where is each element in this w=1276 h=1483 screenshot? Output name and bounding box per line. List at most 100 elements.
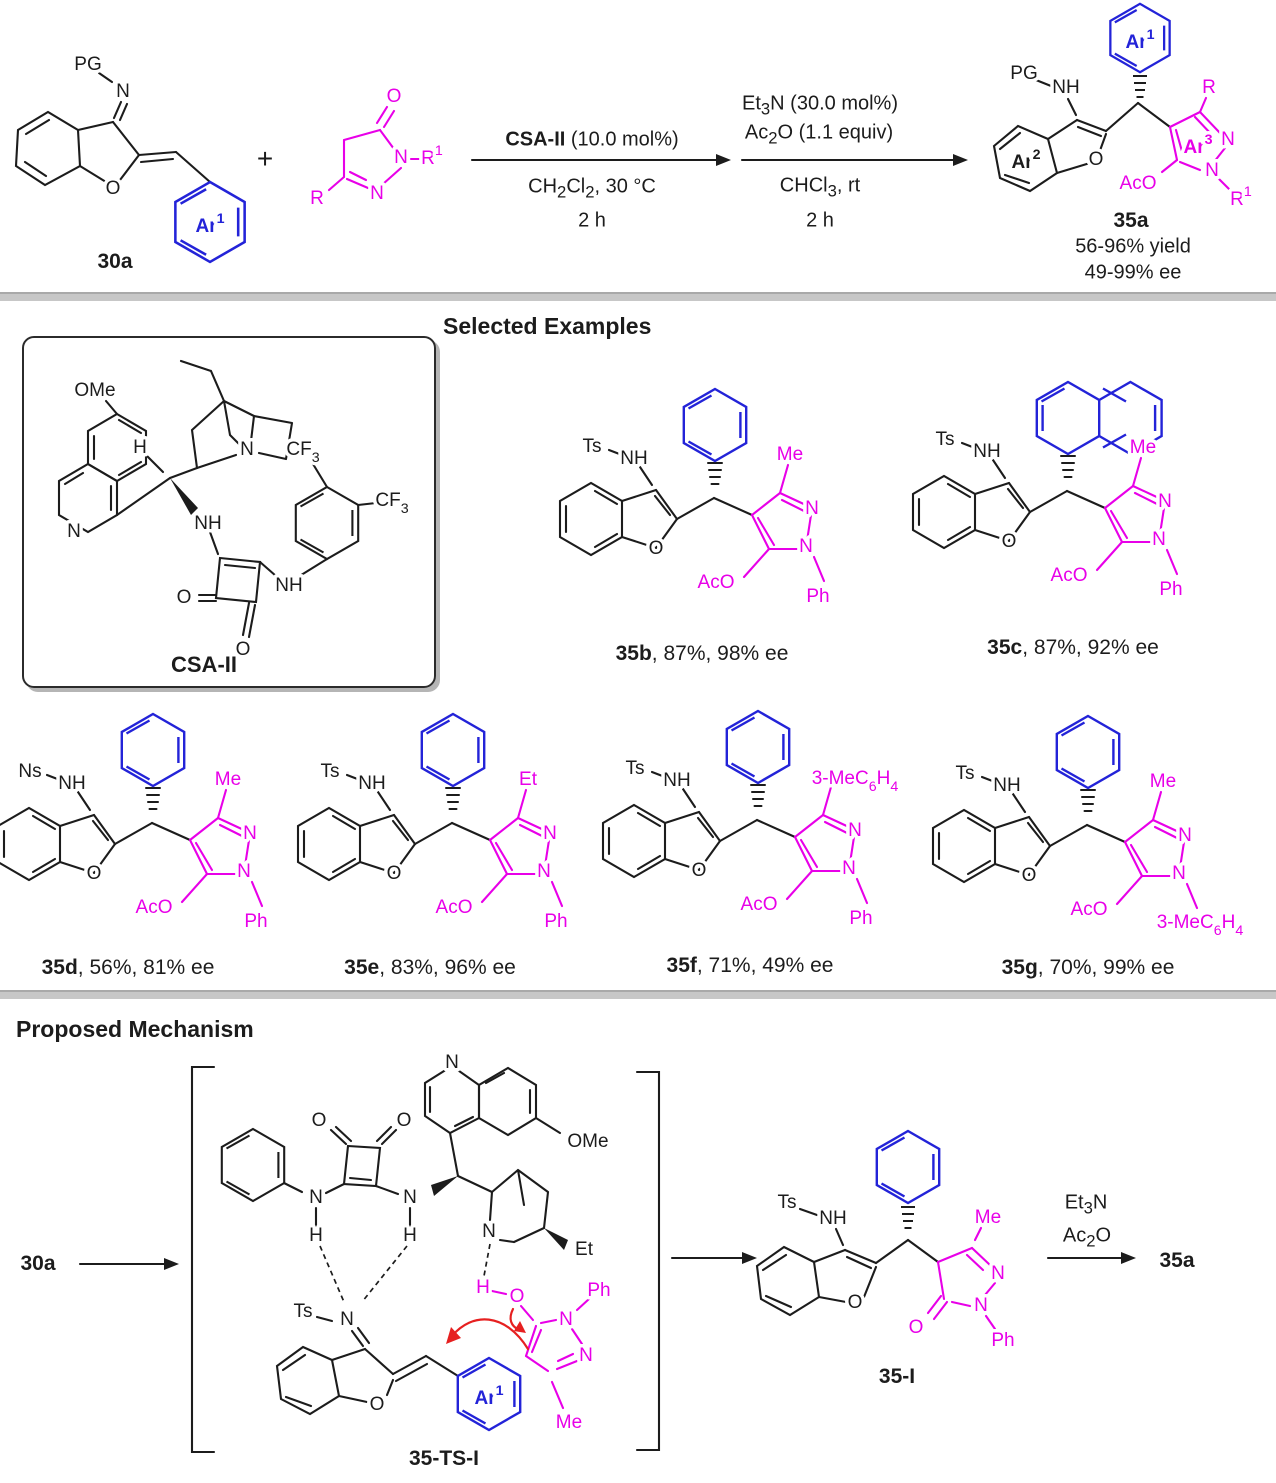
atom-n: N [579,1345,593,1366]
atom-o: O [510,1286,525,1307]
atom-n: N [1158,491,1172,512]
compound-result: , 87%, 92% ee [1022,636,1159,659]
atom-r: R [310,188,324,209]
mech-reagent-ac2o: Ac2O [1062,1224,1112,1251]
atom-n: N [403,1187,417,1208]
atom-aco: AcO [136,897,173,918]
catalyst-name: CSA-II [505,128,566,151]
ts-brackets [190,1065,661,1454]
atom-n: N [394,147,408,168]
step2-reagent-2: Ac2O (1.1 equiv) [744,121,894,148]
ar1-label: Ar1 [1125,27,1154,53]
atom-o: O [649,538,664,559]
phenyl-ring [220,1127,286,1203]
atom-sulfonyl: Ts [956,763,975,784]
bold-wedge-et [544,1228,568,1250]
atom-n: N [237,861,251,882]
arrow-step1 [470,154,731,166]
bonds-pyrazolone [926,1226,997,1331]
step2-time: 2 h [806,209,834,232]
mech-start-30a: 30a [20,1252,56,1275]
section-divider-1 [0,292,1276,301]
hash-wedge [900,1206,916,1229]
phenyl-ring [725,709,791,785]
atom-sulfonyl: Ts [583,436,602,457]
atom-n: N [1172,863,1186,884]
atom-c3sub: Me [1150,771,1176,792]
atom-nh: NH [1052,77,1079,98]
step1-time: 2 h [578,209,606,232]
curved-arrow-head-small [514,1321,526,1333]
section-title-selected-examples: Selected Examples [443,313,652,339]
atom-o: O [106,178,121,199]
hbond-dash [319,1245,345,1303]
compound-result: , 87%, 98% ee [651,642,789,665]
bonds [327,105,422,192]
bonds [57,359,378,639]
compound-name: 35e [344,956,380,979]
atom-n: N [240,439,254,460]
atom-aco: AcO [1051,565,1088,586]
atom-me: Me [975,1207,1001,1228]
atom-n: N [974,1295,988,1316]
atom-n: N [1178,825,1192,846]
atom-o: O [1002,531,1017,552]
atom-n: N [842,858,856,879]
atom-n: N [370,183,384,204]
structure-35f: Ts NH O N N 3-MeC6H4 AcO Ph [601,709,902,933]
atom-sulfonyl: Ts [626,758,645,779]
compound-result: , 83%, 96% ee [379,956,516,979]
atom-n: N [537,861,551,882]
caption-35g: 35g, 70%, 99% ee [1002,956,1175,980]
atom-o: O [370,1394,385,1415]
atom-n: N [243,823,257,844]
arrow-step2 [740,154,968,166]
atom-n: N [799,536,813,557]
bonds [992,78,1172,193]
label-30a: 30a [97,250,133,273]
compound-result: , 71%, 49% ee [696,954,834,977]
atom-n: N [309,1187,323,1208]
atom-n: N [482,1221,496,1242]
atom-o: O [387,863,402,884]
structure-35e: Ts NH O N N Et AcO Ph [296,712,571,936]
atom-r: R [1202,77,1216,98]
label-yield-range: 56-96% yield [1075,235,1191,258]
atom-nsub: Ph [806,586,829,607]
atom-ts: Ts [778,1192,797,1213]
structure-35-i: Ts NH O Me N N O Ph [755,1129,1018,1355]
atom-o: O [236,639,251,660]
phenyl-ring [1055,714,1121,790]
atom-sulfonyl: Ns [18,761,41,782]
atom-o: O [909,1317,924,1338]
atom-o: O [87,863,102,884]
atom-nh: NH [663,770,690,791]
atom-nh: NH [819,1208,846,1229]
bold-wedge [170,478,198,515]
atom-r1: R1 [421,143,443,169]
atom-pg: PG [1010,63,1037,84]
atom-n: N [559,1309,573,1330]
ar1-label: Ar1 [195,211,224,237]
atom-me: Me [556,1412,582,1433]
atom-nsub: Ph [849,908,872,929]
atom-nh: NH [358,773,385,794]
atom-n: N [805,498,819,519]
label-csa-ii: CSA-II [171,652,237,677]
structure-35g: Ts NH O N N Me AcO 3-MeC6H4 [931,714,1247,942]
atom-o: O [397,1110,412,1131]
atom-nh: NH [194,513,221,534]
atom-nh: NH [993,775,1020,796]
compound-result: , 56%, 81% ee [77,956,215,979]
structure-pyrazolone-reagent: O N R1 N R [307,83,447,213]
atom-n: N [1221,129,1235,150]
ar1-label: Ar1 [474,1383,503,1409]
caption-35c: 35c, 87%, 92% ee [987,636,1159,660]
catalyst-loading: (10.0 mol%) [565,128,679,151]
hash-wedge [1132,75,1148,98]
mech-product-35a: 35a [1159,1249,1195,1272]
atom-nsub: Ph [1159,579,1182,600]
atom-o: O [848,1292,863,1313]
atom-ome: OMe [74,380,115,401]
label-35-ts-i: 35-TS-I [408,1447,480,1470]
